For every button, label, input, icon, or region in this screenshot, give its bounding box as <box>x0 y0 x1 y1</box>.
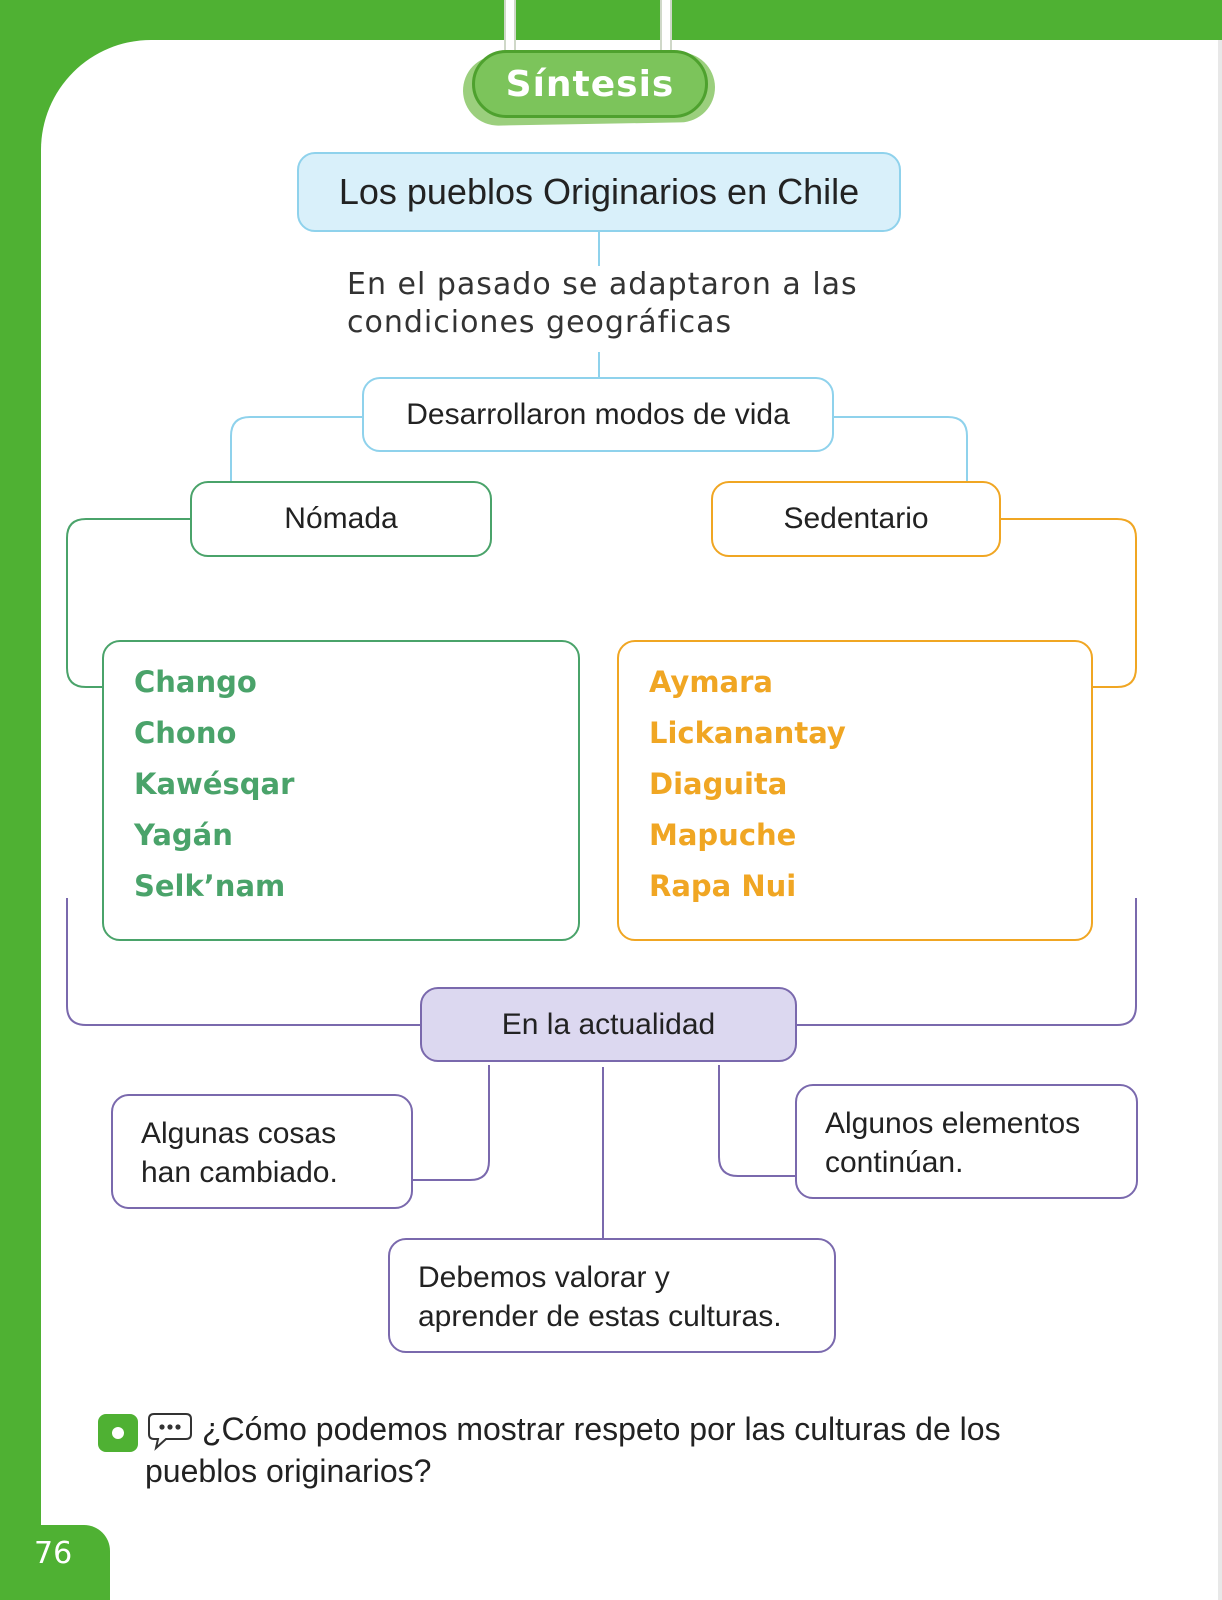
connector-sedentario-list <box>1001 518 1137 688</box>
intro-line-1: En el pasado se adaptaron a las <box>347 267 858 302</box>
tab-clip-right-inner <box>662 0 670 52</box>
valorar-box: Debemos valorar y aprender de estas cult… <box>388 1238 836 1353</box>
list-item: Chango <box>134 665 257 699</box>
connector-right-actualidad <box>797 898 1137 1026</box>
page-number: 76 <box>34 1536 73 1571</box>
connector-left-actualidad <box>66 898 420 1026</box>
cambiado-line-2: han cambiado. <box>141 1156 338 1189</box>
connector-modos-nomada <box>230 416 362 481</box>
question-line-1: ¿Cómo podemos mostrar respeto por las cu… <box>202 1411 1001 1447</box>
actualidad-box: En la actualidad <box>420 987 797 1062</box>
list-item: Rapa Nui <box>649 869 797 903</box>
modos-de-vida-box: Desarrollaron modos de vida <box>362 377 834 452</box>
section-title: Síntesis <box>472 50 708 118</box>
question-line-2: pueblos originarios? <box>145 1453 432 1489</box>
continuan-line-2: continúan. <box>825 1146 964 1179</box>
sedentario-box: Sedentario <box>711 481 1001 557</box>
continuan-box: Algunos elementos continúan. <box>795 1084 1138 1199</box>
connector-actualidad-cambiado <box>413 1065 490 1181</box>
list-item: Diaguita <box>649 767 788 801</box>
list-item: Chono <box>134 716 237 750</box>
list-item: Lickanantay <box>649 716 846 750</box>
page-number-tab <box>0 1525 110 1600</box>
nomada-box: Nómada <box>190 481 492 557</box>
list-item: Kawésqar <box>134 767 295 801</box>
page-edge <box>1218 40 1222 1600</box>
cambiado-box: Algunas cosas han cambiado. <box>111 1094 413 1209</box>
tab-clip-left-inner <box>506 0 514 52</box>
intro-text: En el pasado se adaptaron a las condicio… <box>347 266 887 342</box>
connector-nomada-list <box>66 518 190 688</box>
nomada-peoples-list: Chango Chono Kawésqar Yagán Selk’nam <box>134 660 294 915</box>
list-item: Selk’nam <box>134 869 286 903</box>
oral-activity-bullet-icon <box>98 1414 138 1452</box>
connector-modos-sedentario <box>834 416 968 481</box>
valorar-line-1: Debemos valorar y <box>418 1261 670 1294</box>
nomada-peoples-box: Chango Chono Kawésqar Yagán Selk’nam <box>102 640 580 941</box>
connector-actualidad-continuan <box>718 1065 795 1177</box>
cambiado-line-1: Algunas cosas <box>141 1117 337 1150</box>
speech-bubble-icon <box>148 1413 192 1451</box>
sedentario-peoples-list: Aymara Lickanantay Diaguita Mapuche Rapa… <box>649 660 846 915</box>
sedentario-peoples-box: Aymara Lickanantay Diaguita Mapuche Rapa… <box>617 640 1093 941</box>
list-item: Aymara <box>649 665 773 699</box>
valorar-line-2: aprender de estas culturas. <box>418 1300 782 1333</box>
intro-line-2: condiciones geográficas <box>347 305 733 340</box>
main-topic-box: Los pueblos Originarios en Chile <box>297 152 901 232</box>
list-item: Mapuche <box>649 818 797 852</box>
list-item: Yagán <box>134 818 233 852</box>
continuan-line-1: Algunos elementos <box>825 1107 1081 1140</box>
